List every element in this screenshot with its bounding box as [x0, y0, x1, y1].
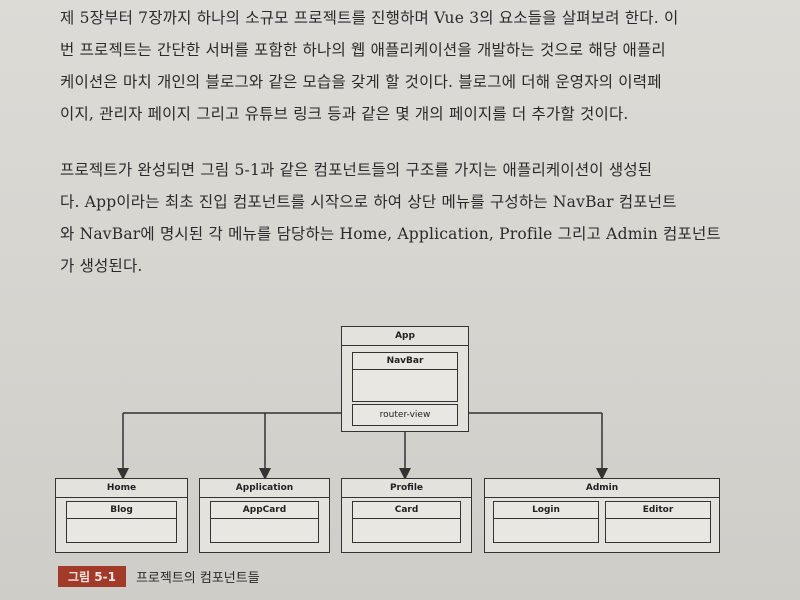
text-line: 제 5장부터 7장까지 하나의 소규모 프로젝트를 진행하며 Vue 3의 요소… — [60, 9, 679, 27]
app-component: App NavBar router-view — [341, 326, 469, 432]
text-line: 이지, 관리자 페이지 그리고 유튜브 링크 등과 같은 몇 개의 페이지를 더… — [60, 105, 629, 123]
connector-lines — [117, 412, 608, 480]
text-line: 케이션은 마치 개인의 블로그와 같은 모습을 갖게 할 것이다. 블로그에 더… — [60, 73, 662, 91]
application-component: Application AppCard — [199, 478, 330, 553]
home-component: Home Blog — [55, 478, 188, 553]
text-line: 가 생성된다. — [60, 257, 143, 275]
application-title: Application — [200, 479, 329, 498]
router-view: router-view — [352, 404, 458, 426]
paragraph-structure: 프로젝트가 완성되면 그림 5-1과 같은 컴포넌트들의 구조를 가지는 애플리… — [60, 154, 760, 282]
profile-title: Profile — [342, 479, 471, 498]
app-title: App — [342, 327, 468, 346]
figure-caption-text: 프로젝트의 컴포넌트들 — [135, 571, 260, 586]
figure-number: 그림 5-1 — [58, 566, 126, 587]
editor-component: Editor — [605, 501, 711, 543]
editor-title: Editor — [606, 502, 710, 519]
figure-caption: 그림 5-1 프로젝트의 컴포넌트들 — [58, 566, 260, 587]
admin-component: Admin Login Editor — [484, 478, 720, 553]
text-line: 번 프로젝트는 간단한 서버를 포함한 하나의 웹 애플리케이션을 개발하는 것… — [60, 41, 666, 59]
paragraph-intro: 제 5장부터 7장까지 하나의 소규모 프로젝트를 진행하며 Vue 3의 요소… — [60, 2, 760, 130]
home-title: Home — [56, 479, 187, 498]
text-line: 다. App이라는 최초 진입 컴포넌트를 시작으로 하여 상단 메뉴를 구성하… — [60, 193, 677, 211]
component-diagram: App NavBar router-view Home Blog Applica… — [0, 320, 800, 560]
login-title: Login — [494, 502, 598, 519]
navbar-component: NavBar — [352, 352, 458, 402]
text-line: 와 NavBar에 명시된 각 메뉴를 담당하는 Home, Applicati… — [60, 225, 721, 243]
text-line: 프로젝트가 완성되면 그림 5-1과 같은 컴포넌트들의 구조를 가지는 애플리… — [60, 161, 653, 179]
card-title: Card — [353, 502, 460, 519]
profile-component: Profile Card — [341, 478, 472, 553]
appcard-component: AppCard — [210, 501, 319, 543]
appcard-title: AppCard — [211, 502, 318, 519]
blog-title: Blog — [67, 502, 176, 519]
blog-component: Blog — [66, 501, 177, 543]
login-component: Login — [493, 501, 599, 543]
card-component: Card — [352, 501, 461, 543]
navbar-title: NavBar — [353, 353, 457, 370]
admin-title: Admin — [485, 479, 719, 498]
